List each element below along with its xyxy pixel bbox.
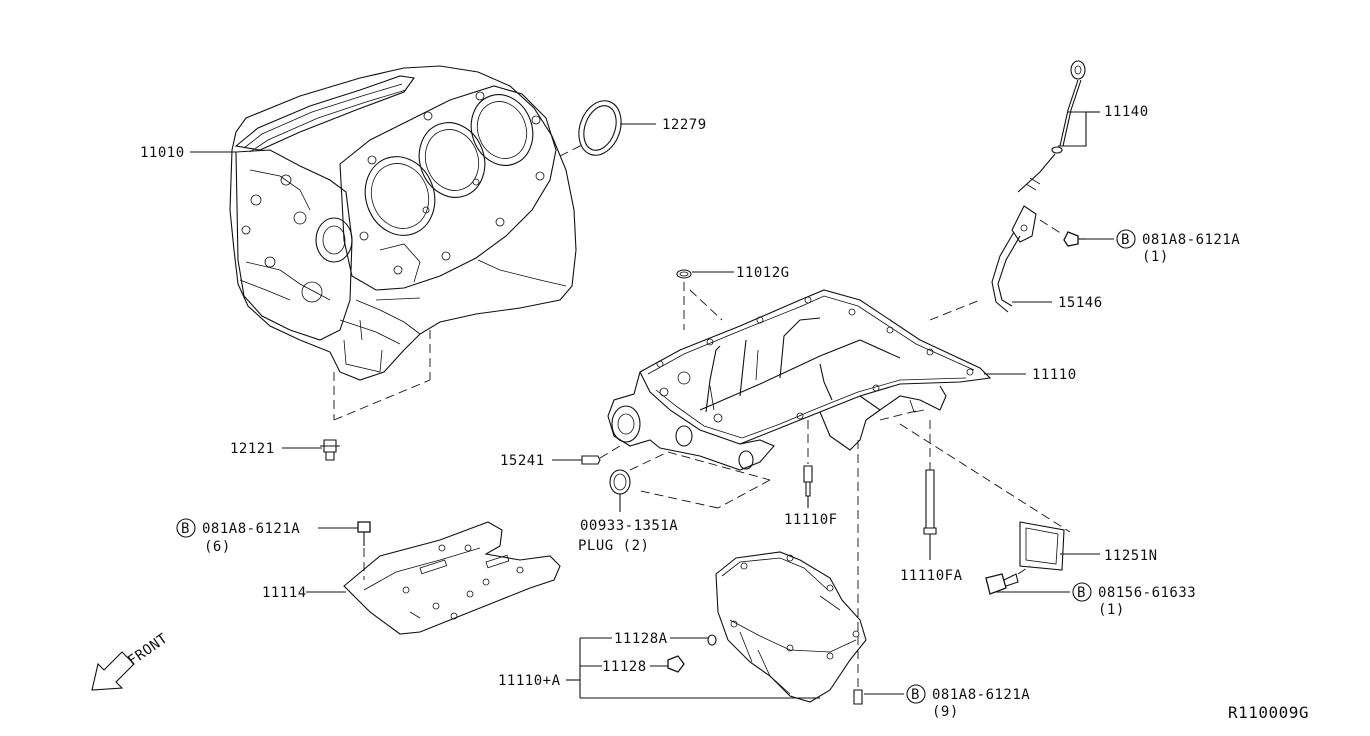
part-label-15146: 15146 (1058, 295, 1103, 311)
bolt-quantity: (6) (204, 539, 231, 555)
bolt-callout-08156-61633-qty1: B 08156-61633 (1) (1072, 582, 1196, 618)
part-label-12121: 12121 (230, 441, 275, 457)
bolt-callout-081A8-6121A-qty1: B 081A8-6121A (1) (1116, 229, 1240, 265)
bolt-callout-081A8-6121A-qty9: B 081A8-6121A (9) (906, 684, 1030, 720)
part-label-11140: 11140 (1104, 104, 1149, 120)
bolt-number: 081A8-6121A (932, 687, 1030, 703)
bolt-number: 08156-61633 (1098, 585, 1196, 601)
part-label-15241: 15241 (500, 453, 545, 469)
bolt-number: 081A8-6121A (1142, 232, 1240, 248)
plug-illustration (609, 451, 771, 509)
part-label-11128A: 11128A (614, 631, 668, 647)
part-label-11110FA: 11110FA (900, 568, 963, 584)
front-direction-arrow: FRONT (91, 631, 171, 691)
part-label-plug-qty: PLUG (2) (578, 538, 649, 554)
bolt-number: 081A8-6121A (202, 521, 300, 537)
engine-block-illustration (229, 65, 577, 421)
part-label-00933-1351A: 00933-1351A (580, 518, 678, 534)
part-label-11251N: 11251N (1104, 548, 1158, 564)
part-label-11012G: 11012G (736, 265, 790, 281)
oring-illustration (676, 269, 723, 330)
front-label: FRONT (125, 631, 171, 670)
part-label-11110F: 11110F (784, 512, 838, 528)
part-label-11114: 11114 (262, 585, 307, 601)
bolt-circle-letter: B (1121, 232, 1130, 248)
pin-illustration (581, 445, 621, 465)
bolt-quantity: (9) (932, 704, 959, 720)
drain-bolt-illustration (320, 439, 340, 461)
bolt-11110FA-illustration (923, 420, 937, 535)
bolt-circle-letter: B (181, 521, 190, 537)
bolt-callout-081A8-6121A-qty6: B 081A8-6121A (6) (176, 518, 300, 555)
part-label-11110: 11110 (1032, 367, 1077, 383)
part-label-11010: 11010 (140, 145, 185, 161)
rear-oil-seal-illustration (559, 100, 622, 157)
part-label-11110-A: 11110+A (498, 673, 561, 689)
lower-oil-pan-illustration (667, 440, 867, 705)
bolt-11110F-illustration (803, 420, 813, 497)
upper-oil-pan-illustration (607, 289, 992, 471)
part-label-11128: 11128 (602, 659, 647, 675)
bolt-quantity: (1) (1098, 602, 1125, 618)
gasket-illustration (899, 423, 1071, 595)
oil-dipstick-illustration (1017, 60, 1086, 193)
diagram-id: R110009G (1228, 703, 1309, 722)
bolt-circle-letter: B (911, 687, 920, 703)
bolt-circle-letter: B (1077, 585, 1086, 601)
part-label-12279: 12279 (662, 117, 707, 133)
baffle-plate-illustration (343, 521, 561, 635)
dipstick-guide-illustration (991, 205, 1086, 313)
bolt-quantity: (1) (1142, 249, 1169, 265)
